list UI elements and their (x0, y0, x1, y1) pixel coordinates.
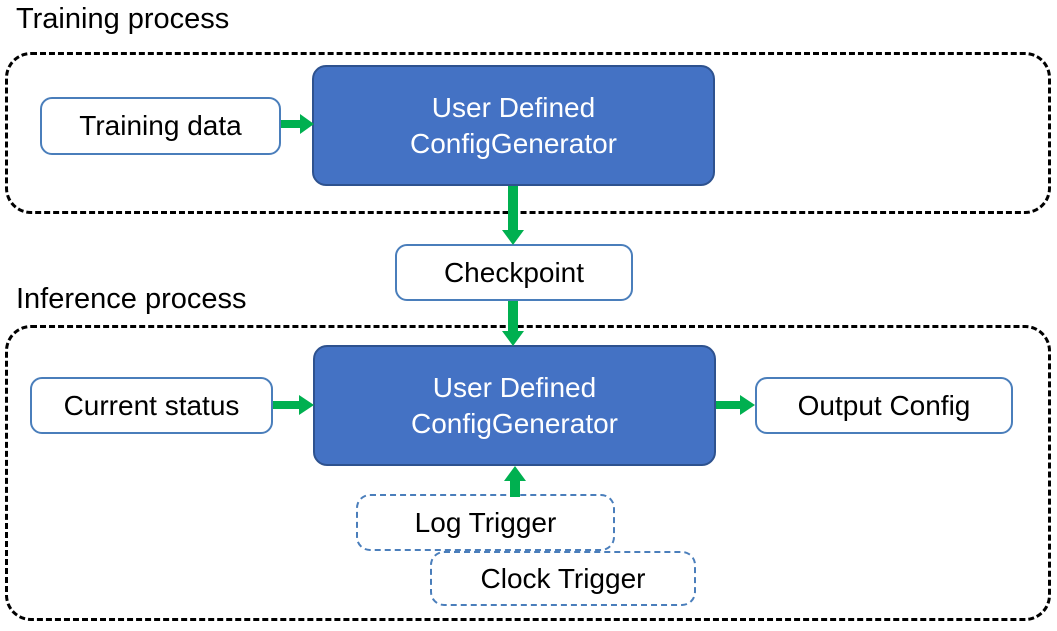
checkpoint-box[interactable]: Checkpoint (395, 244, 633, 301)
training-process-container (5, 52, 1051, 214)
arrow-training-process-to-checkpoint-icon (501, 186, 525, 246)
arrow-training-data-to-process-icon (281, 113, 315, 135)
arrow-checkpoint-to-inference-process-icon (501, 301, 525, 347)
training-process-label: Training process (16, 3, 230, 35)
training-user-defined-configgenerator-box[interactable]: User Defined ConfigGenerator (312, 65, 715, 186)
current-status-box[interactable]: Current status (30, 377, 273, 434)
log-trigger-box[interactable]: Log Trigger (356, 494, 615, 551)
inference-process-label: Inference process (16, 283, 247, 315)
inference-process-line-2: ConfigGenerator (410, 407, 618, 439)
inference-user-defined-configgenerator-box[interactable]: User Defined ConfigGenerator (313, 345, 716, 466)
clock-trigger-box[interactable]: Clock Trigger (430, 551, 696, 606)
output-config-box[interactable]: Output Config (755, 377, 1013, 434)
training-data-box[interactable]: Training data (40, 97, 281, 155)
inference-process-container (5, 325, 1051, 621)
arrow-process-to-output-config-icon (716, 394, 756, 416)
training-process-line-1: User Defined (431, 91, 596, 123)
arrow-triggers-to-process-icon (503, 466, 527, 498)
arrow-current-status-to-process-icon (273, 394, 315, 416)
training-process-line-2: ConfigGenerator (409, 127, 617, 159)
inference-process-line-1: User Defined (432, 371, 597, 403)
